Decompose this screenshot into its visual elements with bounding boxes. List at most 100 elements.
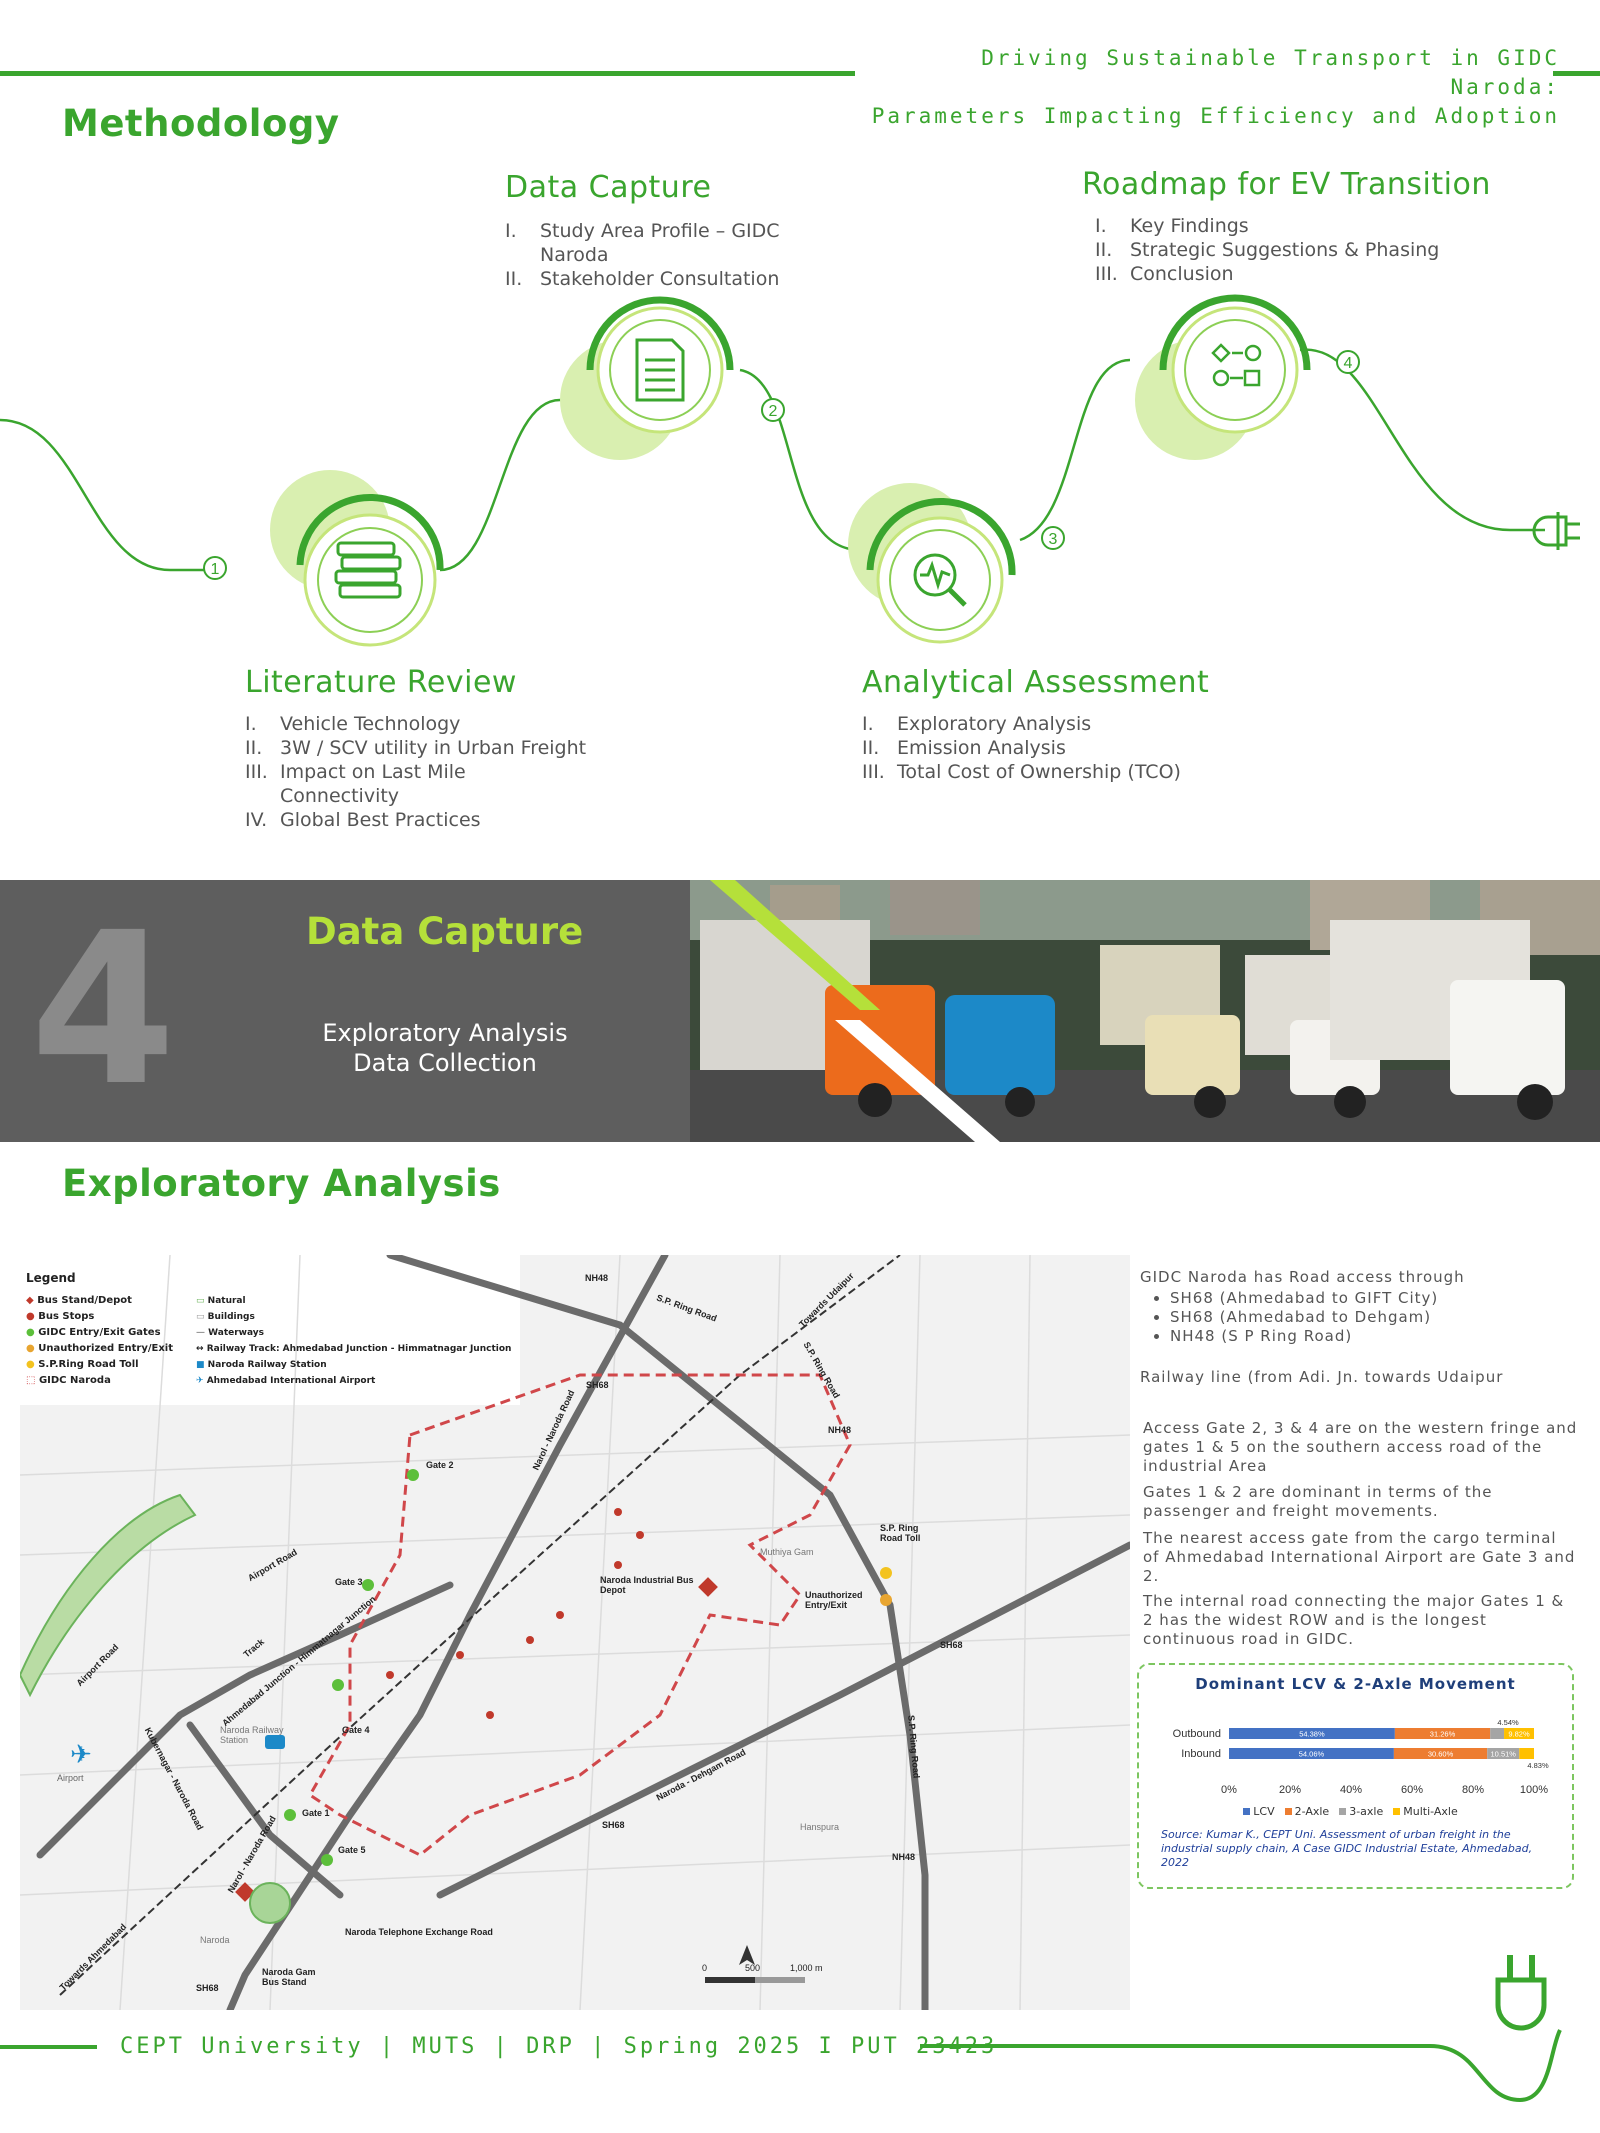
x-tick-label: 20% — [1279, 1784, 1301, 1796]
data-label: 4.83% — [1527, 1761, 1549, 1770]
legend-item: ■ Naroda Railway Station — [196, 1360, 327, 1370]
map-label: Naroda Telephone Exchange Road — [345, 1927, 493, 1937]
dominant-gates-paragraph: Gates 1 & 2 are dominant in terms of the… — [1143, 1483, 1493, 1520]
list-item: III.Total Cost of Ownership (TCO) — [862, 761, 1181, 783]
step-2-list: I.Study Area Profile – GIDC Naroda II.St… — [505, 219, 805, 291]
legend-swatch — [1393, 1808, 1401, 1815]
scale-label: 500 — [745, 1963, 761, 1973]
toll-marker — [880, 1567, 892, 1579]
legend-label: LCV — [1253, 1805, 1275, 1818]
list-item: SH68 (Ahmedabad to Dehgam) — [1170, 1308, 1570, 1327]
legend-item: ▭ Buildings — [196, 1312, 255, 1322]
x-tick-label: 0% — [1221, 1784, 1237, 1796]
map-label: NH48 — [585, 1273, 609, 1283]
header-rule-right — [1553, 71, 1600, 76]
list-item: II.3W / SCV utility in Urban Freight — [245, 737, 587, 759]
legend-label: Multi-Axle — [1403, 1805, 1458, 1818]
legend-item: LCV — [1243, 1805, 1275, 1818]
bar-segment-3-axle — [1487, 1748, 1520, 1759]
step-4-title: Roadmap for EV Transition — [1082, 167, 1491, 202]
map-canvas: ✈ — [20, 1255, 1130, 2010]
step-3-title: Analytical Assessment — [862, 665, 1210, 700]
legend-item: Multi-Axle — [1393, 1805, 1458, 1818]
legend-label: 2-Axle — [1294, 1805, 1330, 1818]
plug-icon — [1532, 512, 1580, 550]
list-item: IV.Global Best Practices — [245, 809, 481, 831]
map-label: Gate 5 — [338, 1845, 366, 1855]
banner-title: Data Capture — [306, 910, 584, 953]
step-4-node: 4 — [1135, 294, 1360, 460]
step-3-node: 3 — [848, 483, 1065, 644]
data-label: 31.26% — [1430, 1730, 1456, 1739]
legend-item: ⬚ GIDC Naroda — [26, 1375, 111, 1386]
list-item: NH48 (S P Ring Road) — [1170, 1327, 1570, 1346]
legend-item: 3-axle — [1339, 1805, 1383, 1818]
map-label: SH68 — [602, 1820, 625, 1830]
footer-plug-icon — [920, 1955, 1562, 2103]
airport-road — [36, 1581, 454, 1859]
step-4-list: I.Key Findings II.Strategic Suggestions … — [1095, 214, 1515, 286]
railway-note: Railway line (from Adi. Jn. towards Udai… — [1140, 1368, 1504, 1386]
map-label: S.P. Ring Road Toll — [880, 1523, 921, 1543]
map-label: SH68 — [940, 1640, 963, 1650]
chart-legend: LCV 2-Axle 3-axle Multi-Axle — [1139, 1805, 1572, 1818]
map-label: SH68 — [196, 1983, 219, 1993]
gates-paragraph: Access Gate 2, 3 & 4 are on the western … — [1143, 1419, 1578, 1475]
map-label: Gate 2 — [426, 1460, 454, 1470]
list-item: II.Strategic Suggestions & Phasing — [1095, 239, 1440, 261]
banner-panel: 4 Data Capture Exploratory Analysis Data… — [0, 880, 690, 1142]
map-label: Hanspura — [800, 1822, 840, 1832]
map-label: Unauthorized Entry/Exit — [805, 1590, 863, 1610]
data-label: 10.51% — [1491, 1750, 1517, 1759]
methodology-flow-diagram: 1 2 3 — [0, 294, 1580, 647]
map-label: NH48 — [828, 1425, 852, 1435]
map-label: Gate 1 — [302, 1808, 330, 1818]
chart-source: Source: Kumar K., CEPT Uni. Assessment o… — [1161, 1828, 1533, 1869]
magnifier-pulse-icon — [913, 553, 967, 607]
category-label: Outbound — [1173, 1728, 1221, 1740]
banner-subtitle-line2: Data Collection — [353, 1049, 537, 1077]
category-label: Inbound — [1181, 1748, 1221, 1760]
step-1-number: 1 — [211, 561, 220, 578]
bar-segment-lcv — [1229, 1748, 1394, 1759]
list-item: II.Stakeholder Consultation — [505, 268, 780, 290]
narol-naroda-road — [226, 1255, 669, 2010]
bus-stops — [386, 1508, 644, 1719]
step-1-node: 1 — [203, 470, 444, 647]
bar-segment-2-axle — [1393, 1748, 1488, 1759]
map-label: Airport — [57, 1773, 84, 1783]
step-2-number: 2 — [769, 403, 778, 420]
step-1-list: I.Vehicle Technology II.3W / SCV utility… — [245, 712, 635, 832]
legend-swatch — [1243, 1808, 1251, 1815]
step-2-title: Data Capture — [505, 170, 712, 205]
x-tick-label: 40% — [1340, 1784, 1362, 1796]
map-label: NH48 — [892, 1852, 916, 1862]
gates — [284, 1469, 419, 1866]
step-1-title: Literature Review — [245, 665, 517, 700]
bar-segment-3-axle — [1490, 1728, 1505, 1739]
scale-label: 1,000 m — [790, 1963, 823, 1973]
footer-text: CEPT University | MUTS | DRP | Spring 20… — [120, 2034, 998, 2059]
header-rule-left — [0, 71, 855, 76]
bar-segment-multi-axle — [1504, 1728, 1534, 1739]
access-roads-list: SH68 (Ahmedabad to GIFT City) SH68 (Ahme… — [1140, 1289, 1570, 1346]
north-arrow-icon — [739, 1945, 755, 1965]
bar-segment-2-axle — [1394, 1728, 1491, 1739]
banner-subtitle-line1: Exploratory Analysis — [322, 1019, 568, 1047]
legend-item: ● GIDC Entry/Exit Gates — [26, 1327, 161, 1338]
vehicles-photo — [690, 880, 1600, 1142]
step-3-number: 3 — [1049, 531, 1058, 548]
river — [20, 1493, 197, 1698]
legend-label: 3-axle — [1349, 1805, 1384, 1818]
map-label: Naroda Gam Bus Stand — [262, 1967, 316, 1987]
airport-gate-paragraph: The nearest access gate from the cargo t… — [1143, 1529, 1576, 1585]
document-title: Driving Sustainable Transport in GIDC Na… — [860, 44, 1560, 131]
x-tick-label: 80% — [1462, 1784, 1484, 1796]
list-item: SH68 (Ahmedabad to GIFT City) — [1170, 1289, 1570, 1308]
document-title-line1: Driving Sustainable Transport in GIDC Na… — [981, 46, 1560, 99]
document-title-line2: Parameters Impacting Efficiency and Adop… — [871, 104, 1560, 128]
step-3-list: I.Exploratory Analysis II.Emission Analy… — [862, 712, 1282, 784]
sh68-west — [186, 1721, 344, 1899]
